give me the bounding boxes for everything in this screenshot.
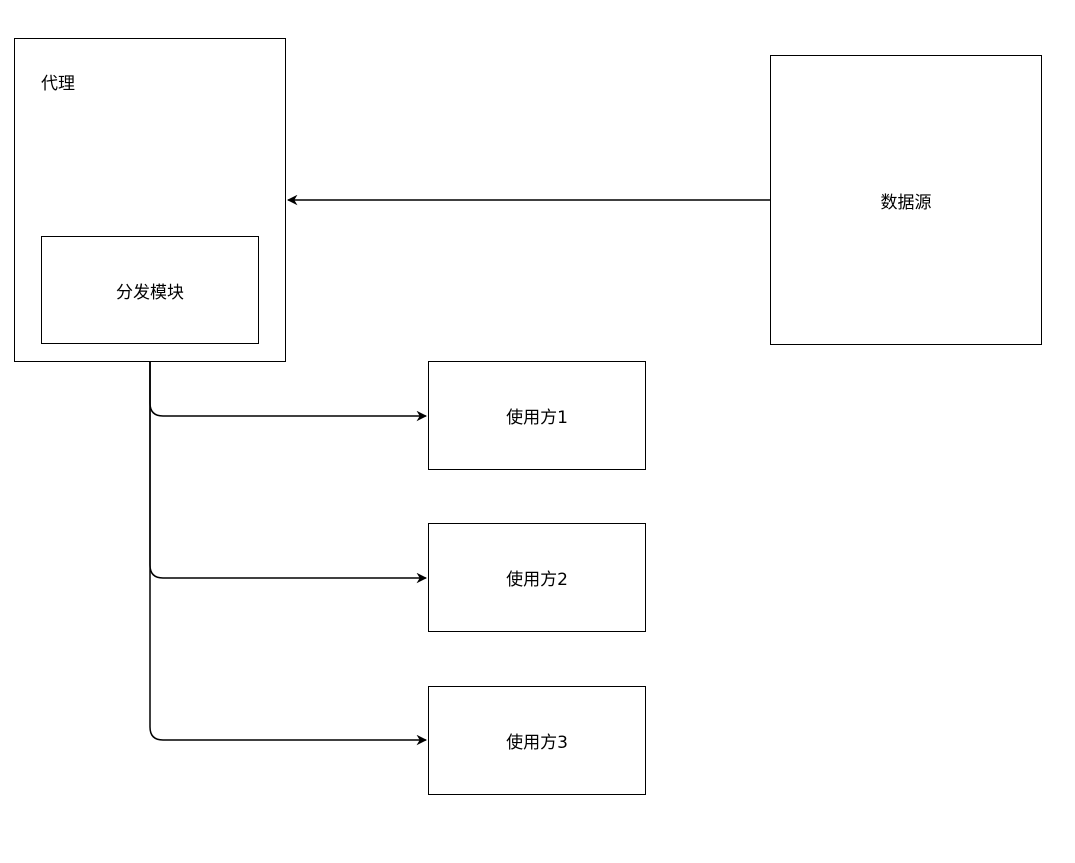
consumer-label-3: 使用方3 bbox=[506, 733, 568, 753]
consumer-node-1[interactable]: 使用方1 bbox=[428, 361, 646, 470]
dispatch-module-label: 分发模块 bbox=[116, 282, 184, 303]
edge-dispatch-to-consumer-3 bbox=[149, 344, 428, 746]
consumer-label-2: 使用方2 bbox=[506, 570, 568, 590]
consumer-label-1: 使用方1 bbox=[506, 408, 568, 428]
consumer-node-3[interactable]: 使用方3 bbox=[428, 686, 646, 795]
dispatch-module-node[interactable]: 分发模块 bbox=[41, 236, 259, 344]
consumer-node-2[interactable]: 使用方2 bbox=[428, 523, 646, 632]
data-source-node[interactable]: 数据源 bbox=[770, 55, 1042, 345]
proxy-label: 代理 bbox=[41, 74, 75, 94]
edge-dispatch-to-consumer-2 bbox=[149, 344, 428, 584]
data-source-label: 数据源 bbox=[880, 192, 932, 213]
